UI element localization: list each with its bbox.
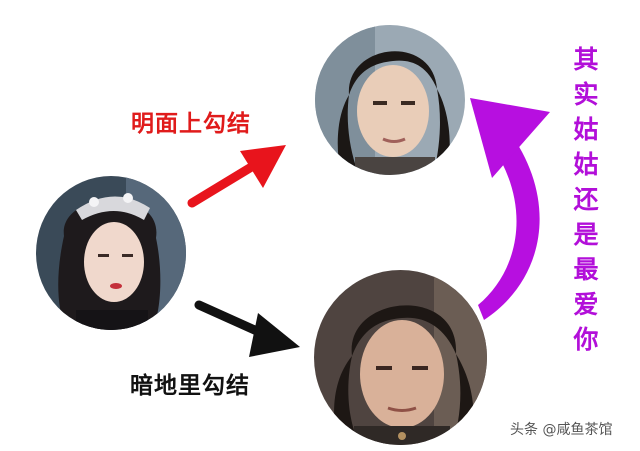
purple-arrow: [470, 98, 550, 320]
watermark: 头条 @咸鱼茶馆: [510, 422, 613, 438]
bottom-relation-label: 暗地里勾结: [130, 373, 250, 399]
bottom-portrait: [314, 270, 487, 445]
top-relation-label: 明面上勾结: [131, 111, 251, 137]
black-arrow: [194, 300, 300, 357]
top-portrait: [315, 25, 465, 175]
left-portrait: [36, 176, 186, 330]
red-arrow: [187, 145, 286, 208]
vertical-caption: 其实姑姑还是最爱你: [570, 46, 599, 361]
